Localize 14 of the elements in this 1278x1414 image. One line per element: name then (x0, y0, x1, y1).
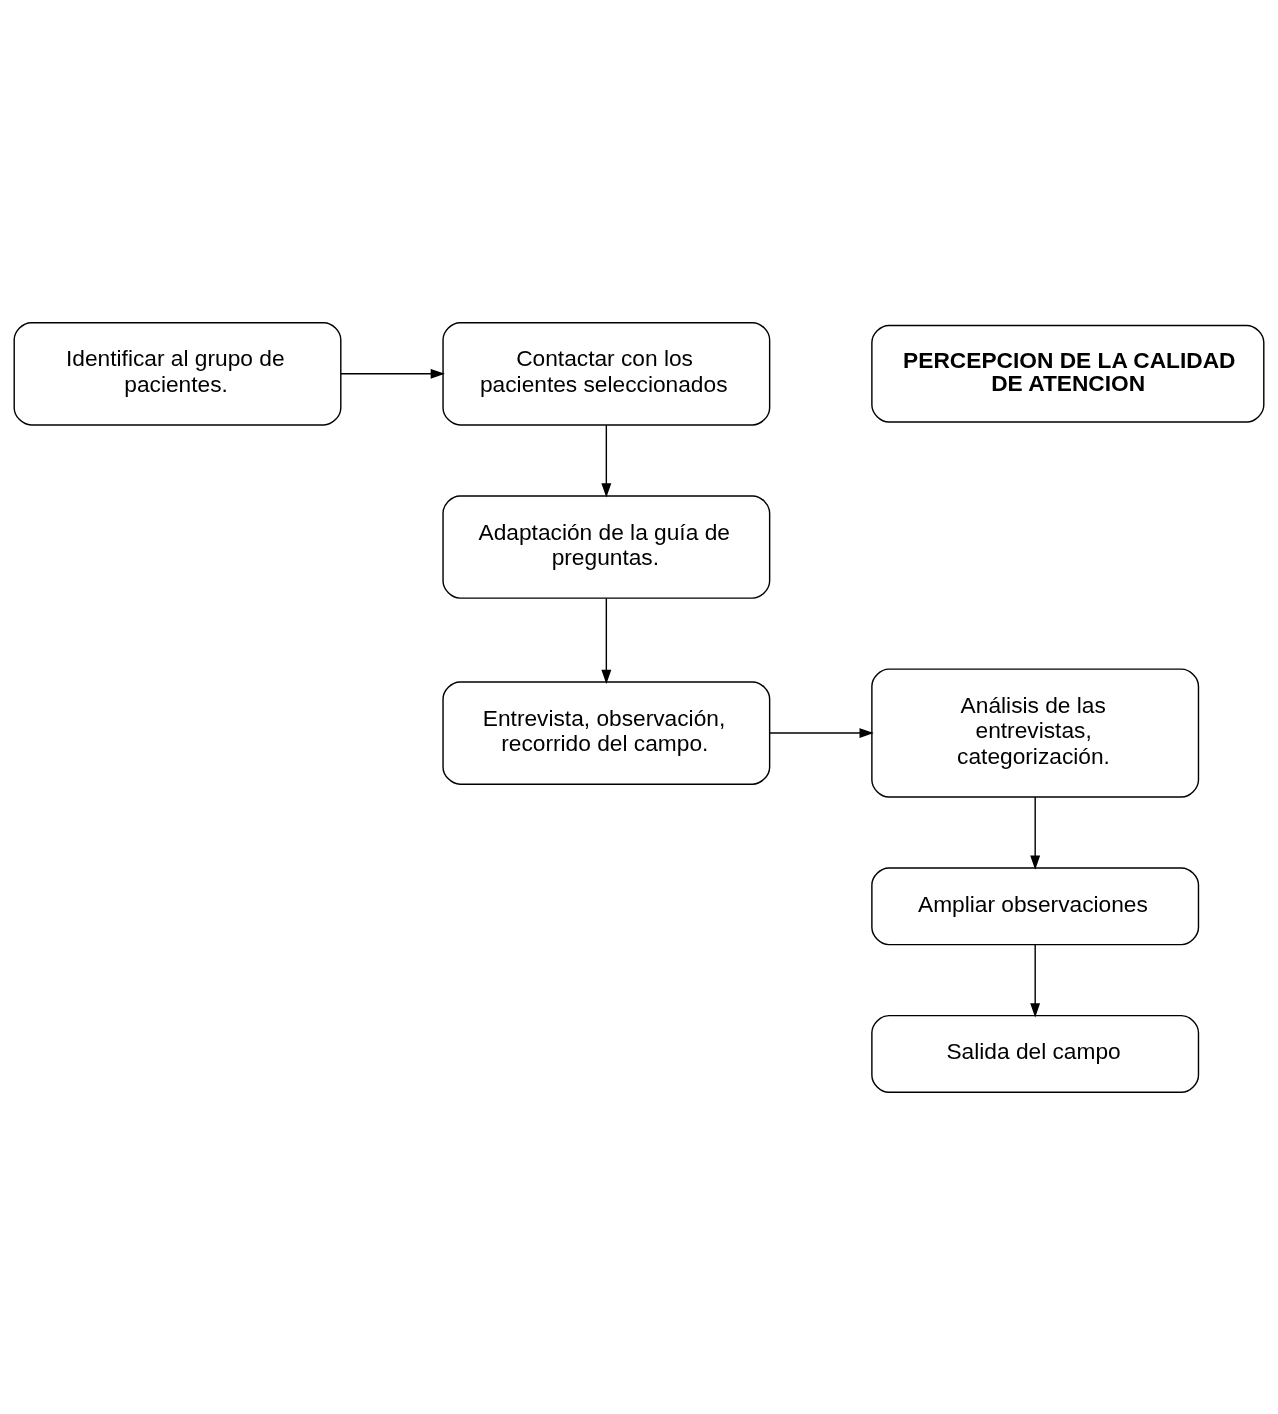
node-box: Entrevista, observación, recorrido del campo. (442, 680, 771, 785)
arrow (768, 727, 874, 738)
node-box: Adaptación de la guía de preguntas. (442, 494, 771, 599)
arrow (601, 424, 612, 498)
node-box: Ampliar observaciones (871, 866, 1200, 945)
node-box: Salida del campo (871, 1014, 1200, 1093)
node-box: Contactar con los pacientes seleccionados (442, 321, 771, 426)
node-box: Identificar al grupo de pacientes. (13, 321, 342, 426)
arrow (601, 597, 612, 684)
arrow (340, 368, 445, 379)
node-box: PERCEPCION DE LA CALIDAD DE ATENCION (871, 324, 1265, 423)
node-box: Análisis de las entrevistas, categorización. (871, 667, 1200, 798)
arrow (1030, 943, 1041, 1017)
arrow (1030, 795, 1041, 870)
